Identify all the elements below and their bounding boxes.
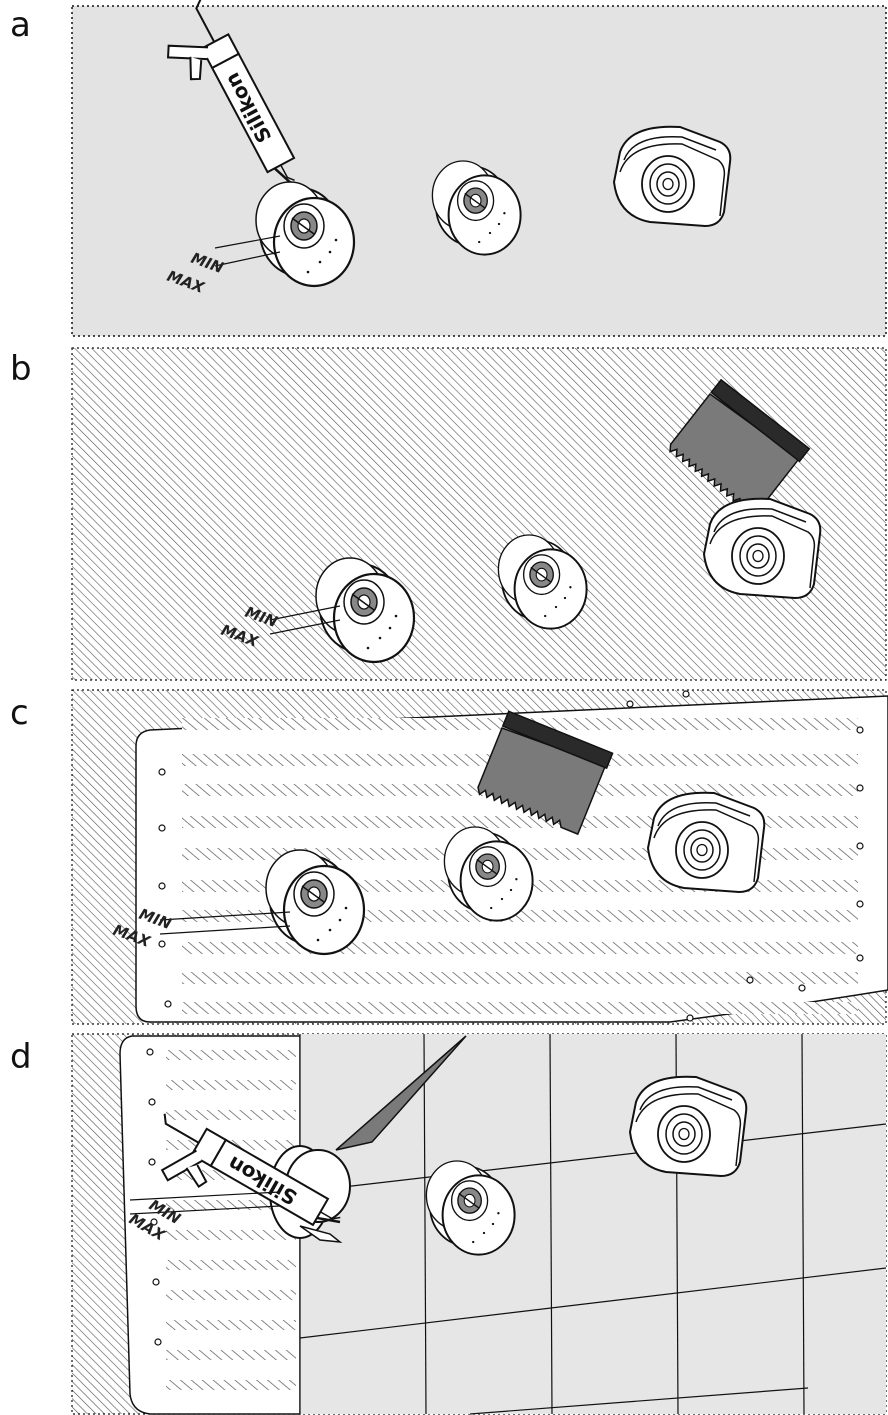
sealing-membrane [119, 1035, 301, 1415]
valve-thermostat [647, 791, 766, 893]
step-letter-d: d [10, 1037, 32, 1077]
step-letter-a: a [10, 5, 31, 45]
panel-a: Silikon MIN MAX [70, 0, 888, 340]
panel-b: MIN MAX [70, 344, 888, 684]
valve-thermostat [613, 125, 732, 227]
wall-tiles [299, 1033, 887, 1415]
membrane-holes [158, 690, 864, 1022]
membrane-holes [146, 1048, 162, 1346]
panel-c: MIN MAX [70, 688, 888, 1028]
step-letter-c: c [10, 693, 29, 733]
spatula [335, 1035, 467, 1151]
valve-thermostat [629, 1075, 748, 1177]
step-letter-b: b [10, 349, 32, 389]
panel-d: Silikon MIN MAX [70, 1032, 888, 1415]
valve-thermostat [703, 497, 822, 599]
